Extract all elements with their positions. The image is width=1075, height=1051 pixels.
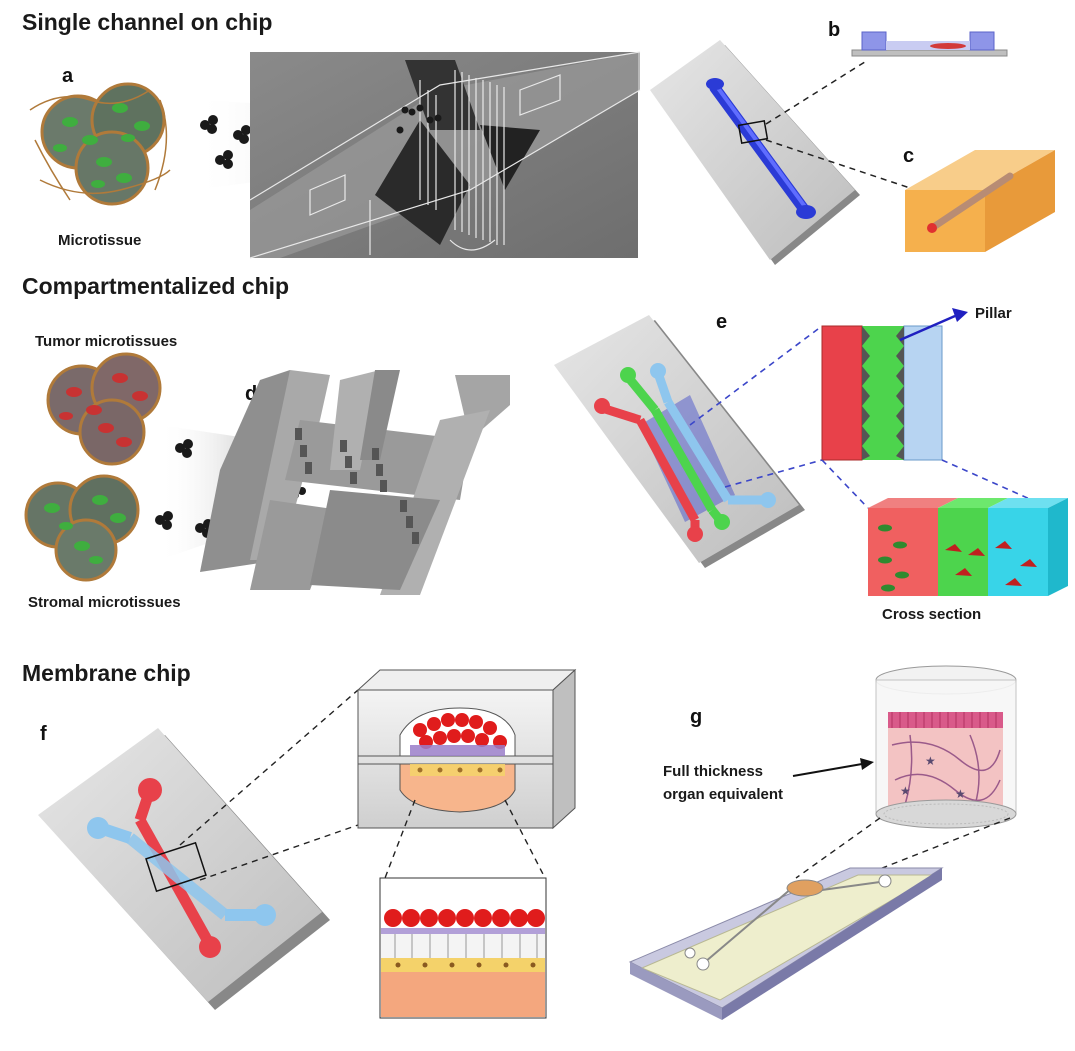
chip-membrane-two-channel xyxy=(38,728,330,1010)
cross-section-label: Cross section xyxy=(882,606,981,623)
pillar-arrow xyxy=(899,314,956,342)
orange-block-c xyxy=(905,150,1055,252)
pillar-label: Pillar xyxy=(975,305,1012,322)
full-thickness-label-line1: Full thickness xyxy=(663,763,763,780)
panel-label-b: b xyxy=(828,19,840,41)
pillar-arrowhead xyxy=(952,308,968,322)
single-channel-3d-view xyxy=(249,51,641,259)
panel-label-c: c xyxy=(903,145,914,167)
panel-label-e: e xyxy=(716,311,727,333)
organ-equivalent-cylinder: ★ ★ ★ xyxy=(875,665,1017,829)
zoom-line-f-top xyxy=(179,689,359,846)
zoom-line-f-membrane-1 xyxy=(384,799,416,879)
membrane-block-3d xyxy=(356,668,577,830)
membrane-cross-section xyxy=(379,877,547,1019)
svg-text:★: ★ xyxy=(900,784,911,798)
organ-arrowhead xyxy=(860,758,874,770)
pillar-zoom-view xyxy=(821,325,943,461)
panel-label-a: a xyxy=(62,65,74,87)
tumor-microtissue-cluster xyxy=(46,352,162,466)
zoom-line-e-top xyxy=(689,325,823,426)
panel-label-f: f xyxy=(40,723,47,745)
panel-label-g: g xyxy=(690,706,702,728)
zoom-line-f-membrane-2 xyxy=(504,799,546,879)
zoom-line-cross-1 xyxy=(821,459,869,509)
zoom-line-b xyxy=(765,59,869,125)
stromal-microtissue-cluster xyxy=(24,474,140,582)
svg-text:★: ★ xyxy=(925,754,936,768)
zoom-line-e-bottom xyxy=(724,459,823,488)
compartment-channel-3d-view xyxy=(200,370,510,595)
side-view-channel-b xyxy=(851,31,1008,57)
microtissue-cluster xyxy=(29,82,171,206)
chip-compartment-three-channel xyxy=(554,315,805,568)
zoom-line-c xyxy=(765,139,911,189)
membrane-chip-3d-slide xyxy=(628,867,944,1020)
full-thickness-label-line2: organ equivalent xyxy=(663,786,783,803)
microtissue-label: Microtissue xyxy=(58,232,141,249)
tumor-label: Tumor microtissues xyxy=(35,333,177,350)
section-title-compartmentalized: Compartmentalized chip xyxy=(22,273,289,299)
cross-section-block xyxy=(868,498,1068,596)
section-title-membrane: Membrane chip xyxy=(22,660,191,686)
svg-text:★: ★ xyxy=(955,787,966,801)
organ-arrow xyxy=(792,763,863,777)
chip-single-blue xyxy=(650,40,860,265)
zoom-line-cross-2 xyxy=(941,459,1051,509)
section-title-single-channel: Single channel on chip xyxy=(22,9,272,35)
zoom-line-f-bottom xyxy=(199,824,359,881)
stromal-label: Stromal microtissues xyxy=(28,594,181,611)
